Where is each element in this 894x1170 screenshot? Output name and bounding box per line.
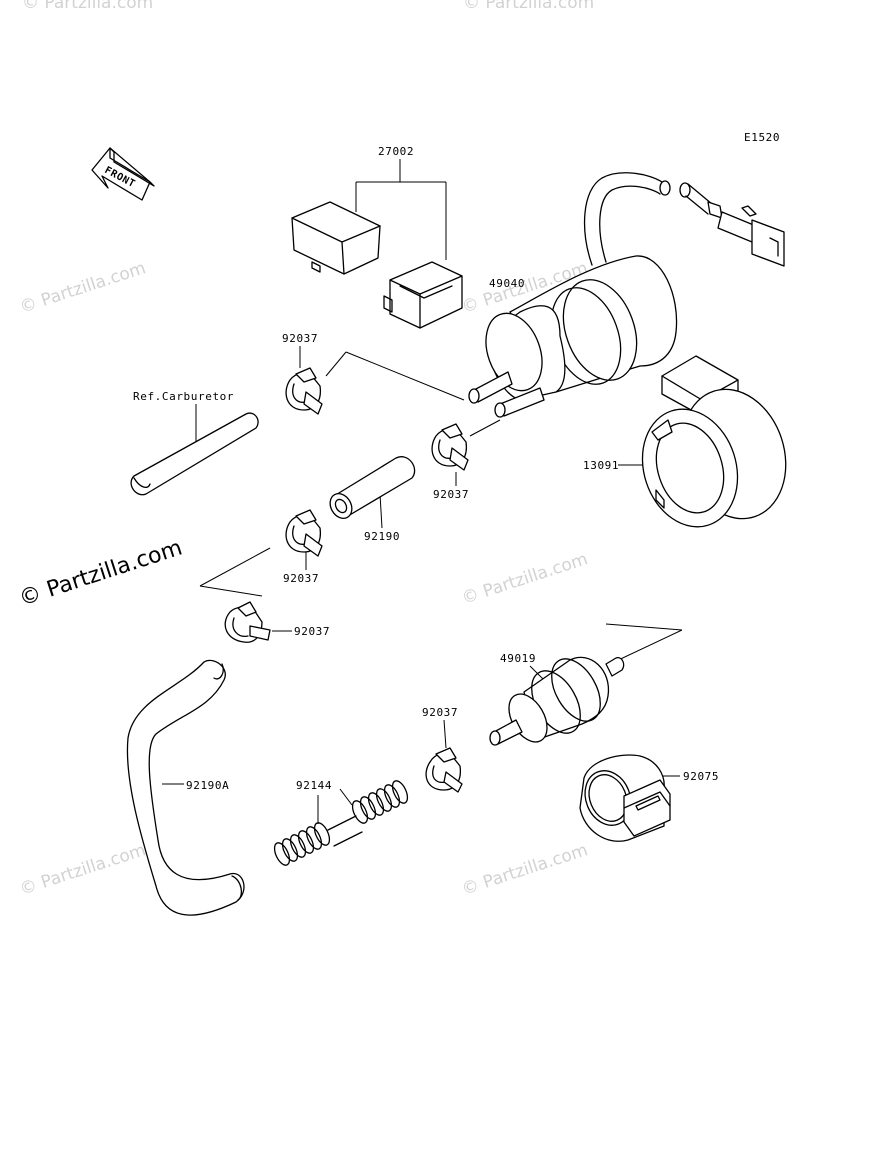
clamp-92037-b: 92037 — [431, 419, 501, 501]
watermark-left-2: © Partzilla.com — [17, 840, 148, 900]
part-label-13091: 13091 — [583, 459, 619, 472]
spring-92144: 92144 — [273, 779, 409, 866]
watermark-dark: © Partzilla.com — [16, 535, 185, 611]
part-label-92190A: 92190A — [186, 779, 229, 792]
watermark-mid-2: © Partzilla.com — [459, 549, 590, 609]
part-label-27002: 27002 — [378, 145, 414, 158]
clamp-92037-e: 92037 — [422, 706, 463, 793]
fuel-filter-49019: 49019 — [489, 623, 683, 746]
relay-27002: 27002 — [291, 145, 463, 329]
watermark-top-left: © Partzilla.com — [22, 0, 153, 13]
part-label-92144: 92144 — [296, 779, 332, 792]
reference-label: Ref.Carburetor — [133, 390, 234, 403]
part-label-92037-d: 92037 — [294, 625, 330, 638]
fuel-pump-49040: 49040 — [468, 172, 785, 418]
clamp-92037-d: 92037 — [224, 601, 330, 643]
clamp-92037-c: 92037 — [199, 509, 323, 597]
part-label-92037-e: 92037 — [422, 706, 458, 719]
hose-92190A: 92190A — [126, 659, 245, 916]
part-label-92190: 92190 — [364, 530, 400, 543]
clamp-92037-a: 92037 — [282, 332, 465, 415]
watermark-mid-3: © Partzilla.com — [459, 840, 590, 900]
part-label-92037-b: 92037 — [433, 488, 469, 501]
part-label-49040: 49040 — [489, 277, 525, 290]
watermarks: © Partzilla.com © Partzilla.com © Partzi… — [16, 0, 594, 900]
watermark-left-1: © Partzilla.com — [17, 258, 148, 318]
part-label-49019: 49019 — [500, 652, 536, 665]
part-label-92037-a: 92037 — [282, 332, 318, 345]
front-arrow-icon: FRONT — [91, 147, 155, 201]
hose-92190: 92190 — [329, 456, 416, 543]
part-label-92037-c: 92037 — [283, 572, 319, 585]
ref-carburetor-hose: Ref.Carburetor — [130, 390, 259, 496]
band-92075: 92075 — [579, 754, 719, 842]
watermark-top-mid: © Partzilla.com — [463, 0, 594, 13]
diagram-code: E1520 — [744, 131, 780, 144]
part-label-92075: 92075 — [683, 770, 719, 783]
bracket-13091: 13091 — [583, 355, 787, 528]
